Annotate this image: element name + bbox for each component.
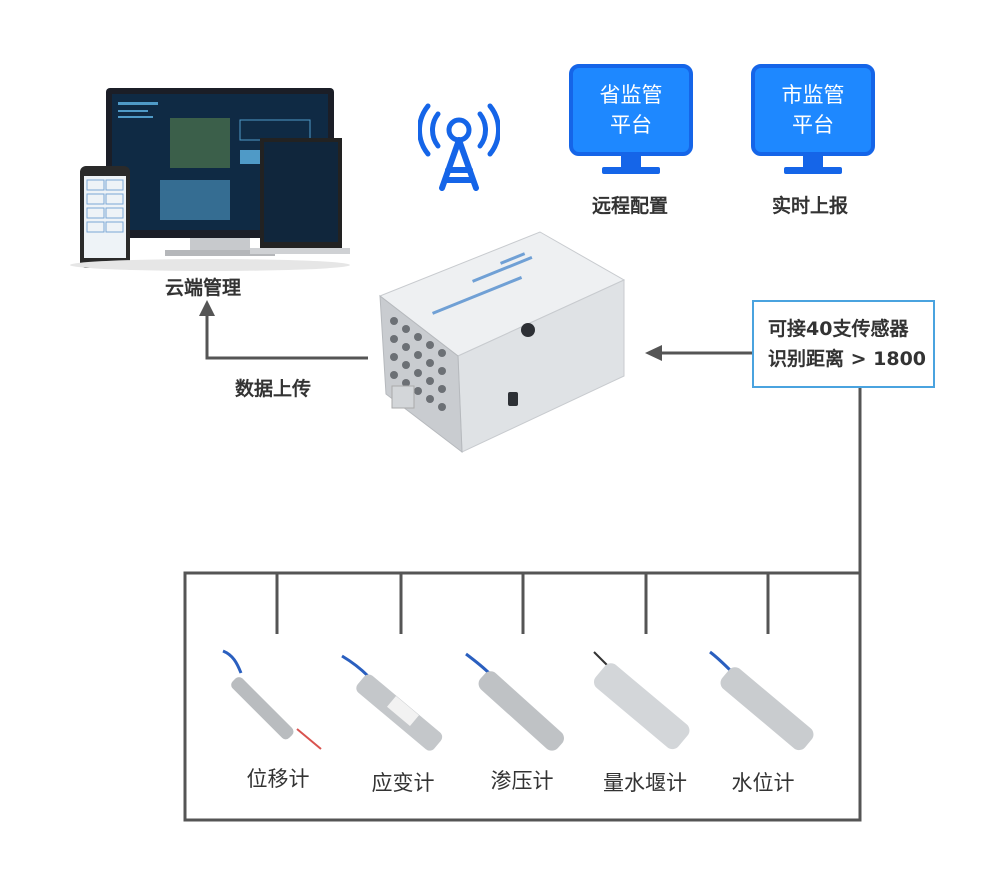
platform-line1: 省监管 bbox=[599, 83, 663, 107]
platform-caption: 实时上报 bbox=[772, 195, 849, 217]
monitor-base bbox=[784, 167, 842, 174]
sensor-capacity-line1: 可接40支传感器 bbox=[768, 318, 909, 340]
sensor-name-water-level: 水位计 bbox=[731, 771, 795, 795]
platform-caption: 远程配置 bbox=[592, 195, 669, 217]
sensor-icon bbox=[465, 652, 564, 751]
monitor-icon: 省监管 平台 bbox=[569, 64, 693, 156]
sensor-name-displacement: 位移计 bbox=[246, 767, 310, 791]
device-icon bbox=[378, 231, 626, 454]
cloud-label: 云端管理 bbox=[165, 277, 242, 299]
arrow-left-icon bbox=[645, 345, 662, 361]
platform-line2: 平台 bbox=[610, 113, 652, 137]
monitor-icon: 市监管 平台 bbox=[751, 64, 875, 156]
sensor-capacity-box: 可接40支传感器 识别距离 > 1800 bbox=[752, 300, 935, 388]
sensor-capacity-line2: 识别距离 > 1800 bbox=[768, 348, 927, 370]
sensor-icon bbox=[341, 654, 443, 751]
arrow-up-icon bbox=[199, 300, 215, 316]
monitor-base bbox=[602, 167, 660, 174]
sensor-name-piezometer: 渗压计 bbox=[490, 769, 554, 793]
antenna-icon bbox=[418, 103, 500, 191]
monitor-neck bbox=[621, 156, 641, 168]
platform-line2: 平台 bbox=[792, 113, 834, 137]
sensor-icon bbox=[593, 651, 690, 750]
sensor-name-weir-meter: 量水堰计 bbox=[603, 771, 687, 795]
cloud-devices-illustration bbox=[70, 88, 350, 271]
upload-label: 数据上传 bbox=[235, 378, 312, 400]
monitor-neck bbox=[803, 156, 823, 168]
sensor-icon bbox=[222, 649, 322, 750]
sensor-name-strain: 应变计 bbox=[371, 771, 435, 795]
sensor-icon bbox=[709, 650, 814, 751]
platform-line1: 市监管 bbox=[781, 83, 845, 107]
